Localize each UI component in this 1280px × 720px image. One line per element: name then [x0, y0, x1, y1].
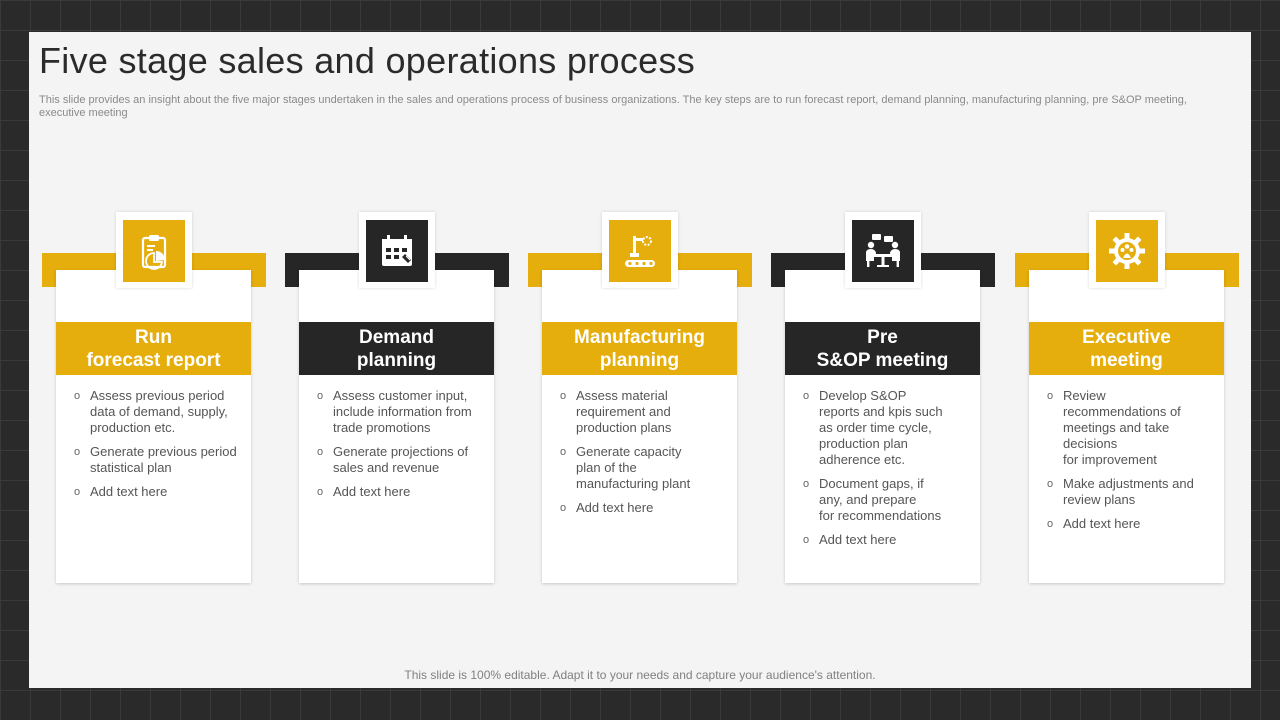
- stage-bullet-list: o Assess material requirement and product…: [550, 388, 730, 524]
- bullet-marker: o: [317, 446, 324, 458]
- bullet-text: Add text here: [333, 484, 411, 499]
- stage-header: Run forecast report: [56, 322, 251, 375]
- stage-bullet-list: o Develop S&OP reports and kpis such as o…: [793, 388, 973, 556]
- list-item: o Add text here: [64, 484, 244, 500]
- list-item: o Document gaps, if any, and prepare for …: [793, 476, 973, 524]
- list-item: o Add text here: [1037, 516, 1217, 532]
- bullet-marker: o: [560, 446, 567, 458]
- stage-title: Pre S&OP meeting: [816, 326, 949, 371]
- list-item: o Make adjustments and review plans: [1037, 476, 1217, 508]
- bullet-text: Document gaps, if any, and prepare for r…: [819, 476, 942, 523]
- bullet-marker: o: [317, 486, 324, 498]
- stage-bullet-list: o Review recommendations of meetings and …: [1037, 388, 1217, 540]
- stage-bullet-list: o Assess previous period data of demand, …: [64, 388, 244, 508]
- stage-header: Manufacturing planning: [542, 322, 737, 375]
- icon-box: [123, 220, 185, 282]
- icon-frame: [359, 212, 435, 288]
- list-item: o Add text here: [793, 532, 973, 548]
- icon-box: [609, 220, 671, 282]
- list-item: o Assess previous period data of demand, …: [64, 388, 244, 436]
- bullet-text: Review recommendations of meetings and t…: [1063, 388, 1181, 467]
- icon-box: [366, 220, 428, 282]
- bullet-marker: o: [560, 390, 567, 402]
- stage-header: Pre S&OP meeting: [785, 322, 980, 375]
- gear-people-icon: [1109, 233, 1145, 269]
- bullet-text: Generate capacity plan of the manufactur…: [576, 444, 691, 491]
- icon-box: [1096, 220, 1158, 282]
- list-item: o Generate previous period statistical pl…: [64, 444, 244, 476]
- icon-frame: [116, 212, 192, 288]
- clipboard-chart-icon: [141, 235, 167, 270]
- bullet-marker: o: [803, 478, 810, 490]
- stage-3: Manufacturing planning o Assess material …: [528, 32, 752, 688]
- icon-box: [852, 220, 914, 282]
- bullet-text: Generate projections of sales and revenu…: [333, 444, 469, 475]
- stage-header: Executive meeting: [1029, 322, 1224, 375]
- bullet-text: Add text here: [1063, 516, 1141, 531]
- bullet-text: Assess previous period data of demand, s…: [90, 388, 228, 435]
- list-item: o Add text here: [550, 500, 730, 516]
- stage-5: Executive meeting o Review recommendation…: [1015, 32, 1239, 688]
- bullet-text: Develop S&OP reports and kpis such as or…: [819, 388, 943, 467]
- bullet-marker: o: [317, 390, 324, 402]
- icon-frame: [602, 212, 678, 288]
- calendar-planner-icon: [382, 235, 412, 266]
- bullet-text: Generate previous period statistical pla…: [90, 444, 237, 475]
- list-item: o Develop S&OP reports and kpis such as o…: [793, 388, 973, 468]
- bullet-marker: o: [74, 390, 81, 402]
- stage-header: Demand planning: [299, 322, 494, 375]
- icon-frame: [845, 212, 921, 288]
- bullet-marker: o: [803, 390, 810, 402]
- list-item: o Review recommendations of meetings and …: [1037, 388, 1217, 468]
- page-title: Five stage sales and operations process: [39, 40, 696, 81]
- bullet-marker: o: [74, 486, 81, 498]
- meeting-table-icon: [866, 234, 900, 267]
- stage-2: Demand planning o Assess customer input, …: [285, 32, 509, 688]
- list-item: o Assess customer input, include informat…: [307, 388, 487, 436]
- list-item: o Generate projections of sales and reven…: [307, 444, 487, 476]
- stage-title: Manufacturing planning: [574, 326, 705, 371]
- bullet-text: Add text here: [819, 532, 897, 547]
- bullet-marker: o: [1047, 390, 1054, 402]
- bullet-marker: o: [74, 446, 81, 458]
- bullet-marker: o: [1047, 518, 1054, 530]
- bullet-text: Make adjustments and review plans: [1063, 476, 1194, 507]
- bullet-text: Assess customer input, include informati…: [333, 388, 472, 435]
- bullet-marker: o: [803, 534, 810, 546]
- stage-title: Demand planning: [356, 326, 437, 371]
- slide-subtitle: This slide provides an insight about the…: [39, 94, 1187, 119]
- stage-1: Run forecast report o Assess previous per…: [42, 32, 266, 688]
- list-item: o Assess material requirement and product…: [550, 388, 730, 436]
- stage-bullet-list: o Assess customer input, include informat…: [307, 388, 487, 508]
- slide: Five stage sales and operations process …: [29, 32, 1251, 688]
- stage-4: Pre S&OP meeting o Develop S&OP reports a…: [771, 32, 995, 688]
- bullet-text: Assess material requirement and producti…: [576, 388, 672, 435]
- bullet-marker: o: [1047, 478, 1054, 490]
- stage-title: Run forecast report: [86, 326, 221, 371]
- list-item: o Add text here: [307, 484, 487, 500]
- bullet-text: Add text here: [90, 484, 168, 499]
- icon-frame: [1089, 212, 1165, 288]
- bullet-text: Add text here: [576, 500, 654, 515]
- stage-title: Executive meeting: [1082, 326, 1171, 371]
- list-item: o Generate capacity plan of the manufactu…: [550, 444, 730, 492]
- bullet-marker: o: [560, 502, 567, 514]
- robotic-arm-conveyor-icon: [625, 236, 655, 267]
- slide-footer: This slide is 100% editable. Adapt it to…: [404, 668, 876, 682]
